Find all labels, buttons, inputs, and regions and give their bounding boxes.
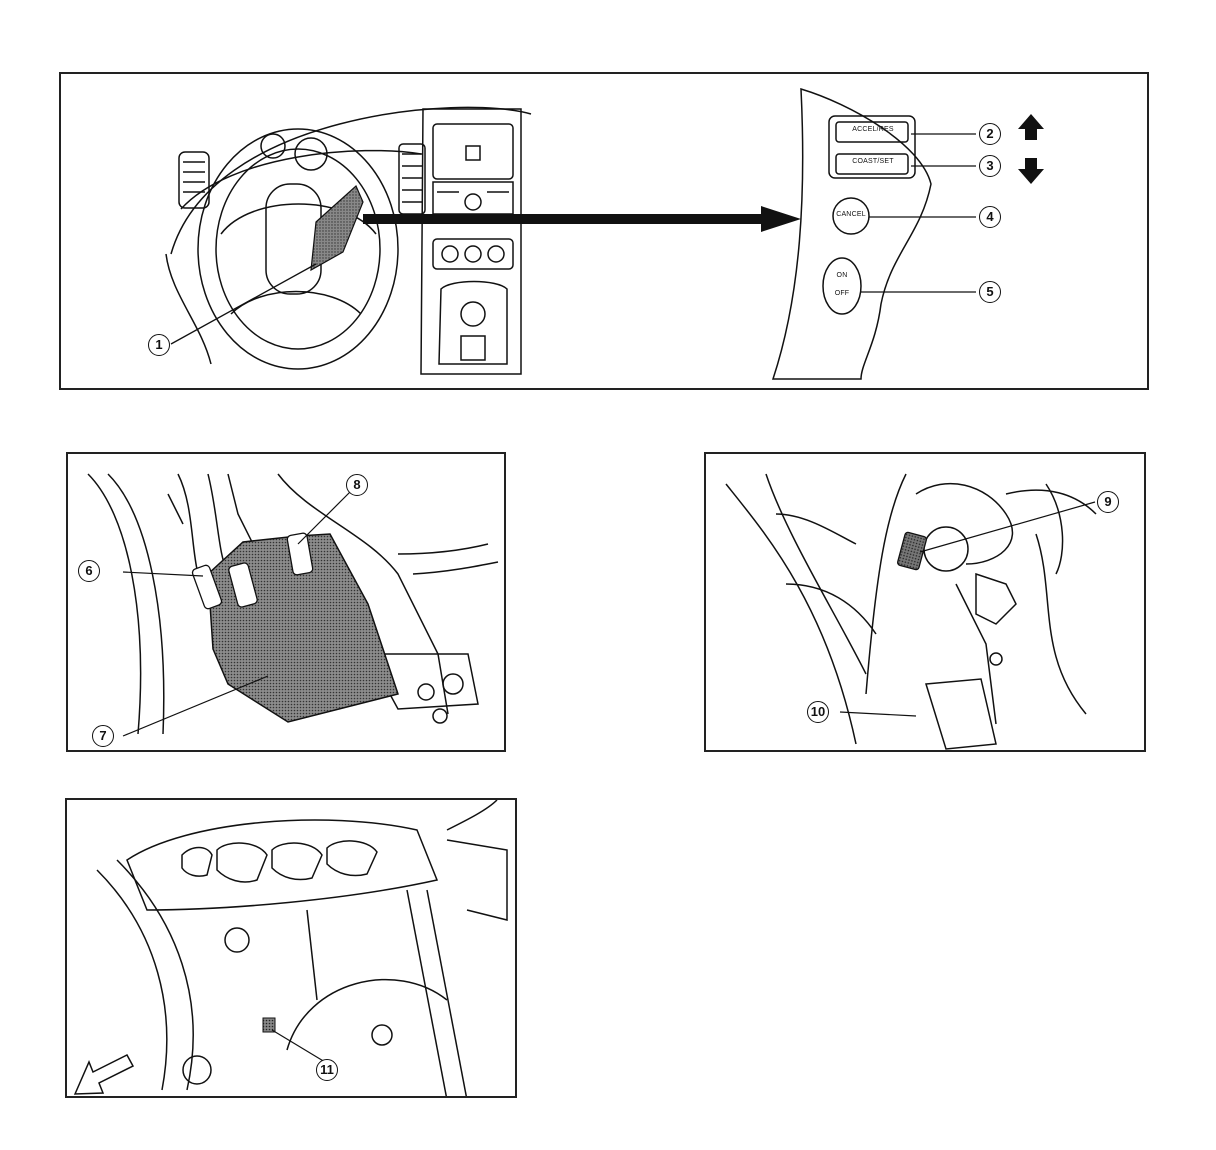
pedal-illustration	[725, 473, 1097, 750]
callout-4: 4	[979, 206, 1001, 228]
ecm-illustration	[87, 473, 499, 737]
pedal-sensor-panel: 9 10	[704, 452, 1146, 752]
engine-illustration	[73, 800, 508, 1096]
ecm-location-panel: 6 7 8	[66, 452, 506, 752]
callout-7: 7	[92, 725, 114, 747]
callout-2: 2	[979, 123, 1001, 145]
callout-10: 10	[807, 701, 829, 723]
callout-11: 11	[316, 1059, 338, 1081]
engine-room-panel: 11	[65, 798, 517, 1098]
callout-9: 9	[1097, 491, 1119, 513]
callout-1: 1	[148, 334, 170, 356]
dashboard-illustration	[165, 87, 1044, 380]
on-label: ON	[836, 272, 848, 279]
callout-8: 8	[346, 474, 368, 496]
coast-set-label: COAST/SET	[852, 158, 894, 165]
cancel-label: CANCEL	[836, 211, 866, 218]
off-label: OFF	[834, 290, 850, 297]
steering-switch-location-panel: ACCEL/RES COAST/SET CANCEL ON OFF 1 2 3 …	[59, 72, 1149, 390]
callout-5: 5	[979, 281, 1001, 303]
accel-res-label: ACCEL/RES	[852, 126, 894, 133]
callout-3: 3	[979, 155, 1001, 177]
callout-6: 6	[78, 560, 100, 582]
